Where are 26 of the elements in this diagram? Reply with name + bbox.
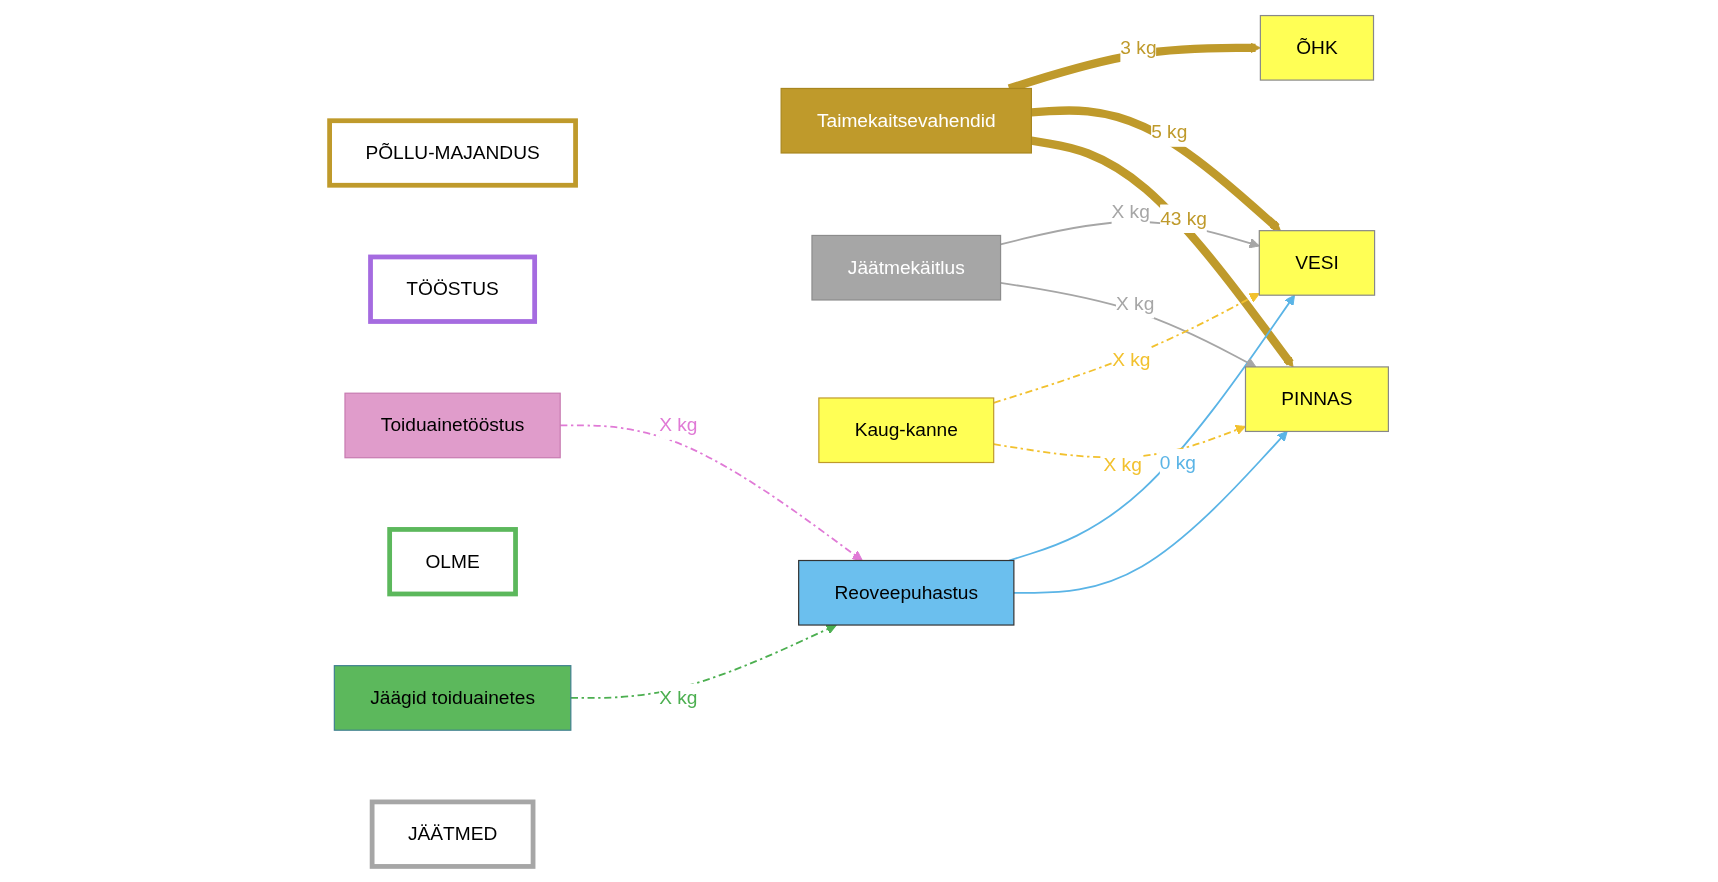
node-box: Kaug-kanne xyxy=(818,397,995,464)
edge-label: X kg xyxy=(659,414,698,436)
edge-label: 5 kg xyxy=(1151,121,1188,142)
arrow xyxy=(1031,106,1281,232)
arrow xyxy=(1008,294,1295,562)
node-box: JÄÄTMED xyxy=(369,799,536,869)
node-box: Toiduainetööstus xyxy=(344,392,561,459)
edge-label: 43 kg xyxy=(1160,208,1207,229)
node-box: VESI xyxy=(1258,230,1376,296)
arrow xyxy=(1013,430,1288,594)
edge-label: X kg xyxy=(659,687,698,708)
node-box: OLME xyxy=(387,527,518,597)
node-box: TÖÖSTUS xyxy=(368,254,538,324)
node-box: Taimekaitsevahendid xyxy=(780,87,1032,154)
edge-label: X kg xyxy=(1112,348,1151,370)
edge-label: X kg xyxy=(1116,293,1155,314)
node-box: Jäägid toiduainetes xyxy=(333,665,572,731)
node-box: PÕLLU-MAJANDUS xyxy=(327,118,578,188)
node-box: PINNAS xyxy=(1244,366,1389,433)
edge-label: 3 kg xyxy=(1120,37,1157,58)
node-box: Reoveepuhastus xyxy=(798,559,1015,626)
node-box: ÕHK xyxy=(1259,14,1375,81)
node-box: Jäätmekäitlus xyxy=(811,234,1002,301)
edge-label: X kg xyxy=(1111,201,1150,222)
edge-label: X kg xyxy=(1103,454,1142,475)
edge-label: 0 kg xyxy=(1159,452,1196,473)
